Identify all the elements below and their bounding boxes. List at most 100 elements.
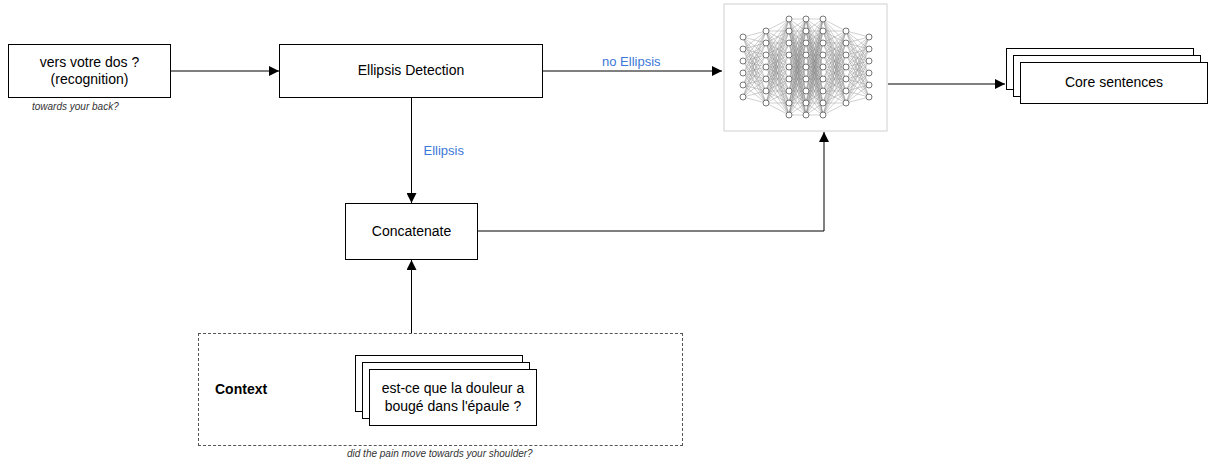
network-link <box>846 37 869 43</box>
network-link <box>823 19 846 43</box>
network-link <box>846 31 869 85</box>
network-neuron <box>843 52 849 58</box>
network-link <box>846 37 869 67</box>
network-link <box>766 19 789 67</box>
network-link <box>806 55 823 115</box>
network-link <box>823 19 846 103</box>
network-link <box>846 85 869 103</box>
network-link <box>846 73 869 103</box>
network-neuron <box>740 46 746 52</box>
network-neuron <box>866 46 872 52</box>
network-neuron <box>843 28 849 34</box>
network-neuron <box>820 52 826 58</box>
network-neuron <box>820 88 826 94</box>
network-link <box>846 31 869 61</box>
network-link <box>766 91 789 115</box>
network-link <box>766 19 789 103</box>
network-link <box>766 19 789 91</box>
network-link <box>743 91 766 97</box>
concatenate-arrow <box>478 132 824 231</box>
network-link <box>823 31 846 103</box>
network-neuron <box>803 88 809 94</box>
network-link <box>743 31 766 85</box>
network-link <box>789 79 806 115</box>
network-link <box>743 49 766 103</box>
network-link <box>766 91 789 103</box>
network-neuron <box>803 64 809 70</box>
network-neuron <box>866 58 872 64</box>
translation-note: did the pain move towards your shoulder? <box>345 448 535 459</box>
network-neuron <box>763 88 769 94</box>
network-link <box>766 43 789 103</box>
network-link <box>823 19 846 79</box>
network-link <box>766 79 789 103</box>
network-link <box>789 55 806 115</box>
network-link <box>766 67 789 103</box>
network-neuron <box>803 100 809 106</box>
network-link <box>823 31 846 91</box>
network-link <box>823 31 846 67</box>
network-neuron <box>803 112 809 118</box>
network-neuron <box>786 112 792 118</box>
network-link <box>789 19 806 79</box>
network-frame <box>724 4 887 131</box>
network-link <box>823 19 846 55</box>
network-link <box>823 31 846 79</box>
network-link <box>823 67 846 115</box>
network-link <box>766 19 789 55</box>
network-link <box>846 31 869 73</box>
network-link <box>743 79 766 97</box>
network-neuron <box>763 64 769 70</box>
network-link <box>766 103 789 104</box>
network-link <box>766 31 789 103</box>
network-neuron <box>786 100 792 106</box>
network-link <box>766 67 789 103</box>
network-link <box>823 79 846 115</box>
network-link <box>766 55 789 103</box>
network-neuron <box>820 40 826 46</box>
network-link <box>846 61 869 103</box>
network-link <box>766 19 789 79</box>
network-link <box>846 37 869 91</box>
network-neuron <box>820 64 826 70</box>
network-neuron <box>820 76 826 82</box>
flow-arrow <box>411 260 412 333</box>
network-neuron <box>740 58 746 64</box>
network-link <box>823 55 846 115</box>
neural-network-illustration <box>740 16 872 118</box>
network-neuron <box>763 100 769 106</box>
network-neuron <box>843 88 849 94</box>
network-neuron <box>866 70 872 76</box>
network-link <box>766 43 789 115</box>
network-link <box>743 55 766 97</box>
network-link <box>766 79 789 115</box>
node-text: Ellipsis Detection <box>358 62 465 80</box>
network-link <box>743 31 766 73</box>
network-link <box>823 31 846 103</box>
network-link <box>743 31 766 97</box>
network-link <box>743 97 766 103</box>
stacked-cards <box>356 49 1201 419</box>
network-link <box>823 31 846 32</box>
network-link <box>743 61 766 103</box>
network-neuron <box>740 82 746 88</box>
network-link <box>743 43 766 97</box>
network-link <box>743 73 766 103</box>
branch-label: no Ellipsis <box>600 54 663 69</box>
network-neuron <box>786 16 792 22</box>
node-text: est-ce que la douleur a bougé dans l'épa… <box>380 380 526 415</box>
input-box: vers votre dos ? (recognition) <box>8 44 171 98</box>
network-neuron <box>843 76 849 82</box>
network-neuron <box>786 88 792 94</box>
network-neuron <box>843 64 849 70</box>
context-region: Contextest-ce que la douleur a bougé dan… <box>198 333 683 446</box>
network-link <box>806 79 823 115</box>
network-neuron <box>763 40 769 46</box>
network-link <box>846 97 869 103</box>
network-link <box>846 37 869 103</box>
process-box: Concatenate <box>345 203 478 260</box>
network-link <box>823 19 846 91</box>
network-neuron <box>803 16 809 22</box>
flow-arrow <box>411 98 412 203</box>
node-text: Concatenate <box>372 223 451 241</box>
